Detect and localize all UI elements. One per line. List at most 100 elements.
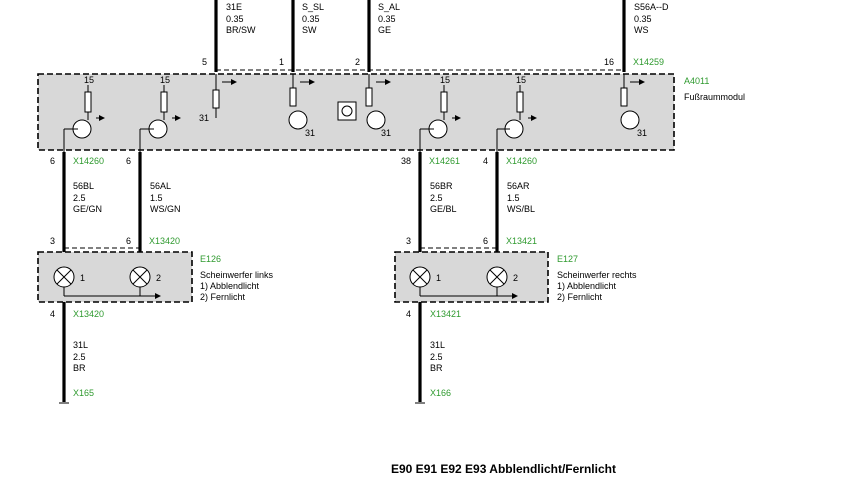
wire-code: 31E — [226, 2, 242, 12]
pin-number: 3 — [50, 236, 55, 246]
wire-size: 2.5 — [430, 352, 443, 362]
input-stage-s-sl: 31 — [288, 74, 315, 138]
wire-size: 2.5 — [73, 193, 86, 203]
transistor-stage-3: 15 — [419, 75, 461, 152]
transistor-stage-1: 15 — [63, 75, 105, 152]
supply-label: 15 — [160, 75, 170, 85]
wire-code: 56AL — [150, 181, 171, 191]
output-wire-56bl: 6 X14260 56BL 2.5 GE/GN — [50, 152, 104, 252]
connector-label: X13420 — [73, 309, 104, 319]
pin-number: 4 — [483, 156, 488, 166]
output-wire-56al: 6 56AL 1.5 WS/GN — [126, 152, 181, 252]
input-stage-s-al: 31 — [365, 74, 391, 138]
pin-number: 6 — [483, 236, 488, 246]
lamp-id: E127 — [557, 254, 578, 264]
wire-code: S_SL — [302, 2, 324, 12]
pin-number: 4 — [50, 309, 55, 319]
pin-number: 3 — [406, 236, 411, 246]
ground-label: 31 — [199, 113, 209, 123]
wire-size: 0.35 — [226, 14, 244, 24]
wire-code: 31L — [73, 340, 88, 350]
connector-label: X14261 — [429, 156, 460, 166]
pin-number: 4 — [406, 309, 411, 319]
ground-wire-right: 4 X13421 31L 2.5 BR X166 — [406, 302, 461, 404]
pin-number: 6 — [50, 156, 55, 166]
top-wire-s-al: S_AL 0.35 GE 2 — [355, 0, 400, 72]
ground-label: 31 — [305, 128, 315, 138]
ground-point: X166 — [430, 388, 451, 398]
supply-label: 15 — [440, 75, 450, 85]
supply-label: 15 — [516, 75, 526, 85]
ground-label: 31 — [637, 128, 647, 138]
lamp-number: 2 — [513, 273, 518, 283]
lamp-id: E126 — [200, 254, 221, 264]
lamp-item-2: 2) Fernlicht — [557, 292, 603, 302]
pin-number: 5 — [202, 57, 207, 67]
wire-code: 56BL — [73, 181, 94, 191]
input-stage-s56a: 31 — [620, 74, 647, 138]
lamp-name: Scheinwerfer rechts — [557, 270, 637, 280]
output-wire-56ar: 4 X14260 56AR 1.5 WS/BL — [483, 152, 537, 252]
wire-color: GE/GN — [73, 204, 102, 214]
lamp-item-1: 1) Abblendlicht — [557, 281, 617, 291]
wire-color: WS — [634, 25, 649, 35]
wire-color: GE — [378, 25, 391, 35]
connector-label: X13421 — [506, 236, 537, 246]
wire-code: S_AL — [378, 2, 400, 12]
pin-number: 16 — [604, 57, 614, 67]
wire-code: 56AR — [507, 181, 530, 191]
pin-number: 1 — [279, 57, 284, 67]
transistor-stage-4: 15 — [496, 75, 537, 152]
lamp-box-e127: 3 6 X13421 1 2 E127 Scheinwerfer rechts … — [394, 236, 637, 303]
lamp-item-2: 2) Fernlicht — [200, 292, 246, 302]
wire-color: BR — [430, 363, 443, 373]
connector-label: X14260 — [506, 156, 537, 166]
wire-size: 1.5 — [150, 193, 163, 203]
connector-label: X14259 — [633, 57, 664, 67]
top-wire-31e: 31E 0.35 BR/SW 5 — [202, 0, 256, 72]
connector-label: X13421 — [430, 309, 461, 319]
ground-wire-left: 4 X13420 31L 2.5 BR X165 — [50, 302, 104, 404]
module-id: A4011 — [684, 76, 709, 86]
wire-size: 1.5 — [507, 193, 520, 203]
wire-color: GE/BL — [430, 204, 457, 214]
wire-code: S56A--D — [634, 2, 669, 12]
diagram-title: E90 E91 E92 E93 Abblendlicht/Fernlicht — [391, 462, 616, 476]
wire-color: WS/GN — [150, 204, 181, 214]
top-wire-s-sl: S_SL 0.35 SW 1 — [279, 0, 324, 72]
wire-size: 0.35 — [634, 14, 652, 24]
pin-number: 38 — [401, 156, 411, 166]
pin-number: 6 — [126, 156, 131, 166]
lamp-number: 1 — [80, 273, 85, 283]
light-switch-symbol — [337, 101, 357, 121]
connector-label: X13420 — [149, 236, 180, 246]
lamp-box-e126: 3 6 X13420 1 2 E126 Scheinwerfer links 1… — [37, 236, 274, 303]
input-stage-31e: 31 — [199, 74, 237, 123]
wire-color: SW — [302, 25, 317, 35]
module-name: Fußraummodul — [684, 92, 745, 102]
wire-size: 2.5 — [73, 352, 86, 362]
ground-label: 31 — [381, 128, 391, 138]
lamp-number: 1 — [436, 273, 441, 283]
pin-number: 6 — [126, 236, 131, 246]
pin-number: 2 — [355, 57, 360, 67]
transistor-stage-2: 15 — [139, 75, 181, 152]
lamp-name: Scheinwerfer links — [200, 270, 274, 280]
wire-size: 0.35 — [378, 14, 396, 24]
wire-color: BR — [73, 363, 86, 373]
supply-label: 15 — [84, 75, 94, 85]
top-wire-s56a: S56A--D 0.35 WS 16 X14259 — [604, 0, 669, 72]
wire-code: 31L — [430, 340, 445, 350]
ground-point: X165 — [73, 388, 94, 398]
output-wire-56br: 38 X14261 56BR 2.5 GE/BL — [401, 152, 460, 252]
wire-size: 0.35 — [302, 14, 320, 24]
module-a4011: A4011 Fußraummodul 15 15 31 — [37, 73, 745, 152]
connector-label: X14260 — [73, 156, 104, 166]
wire-color: WS/BL — [507, 204, 535, 214]
wire-code: 56BR — [430, 181, 453, 191]
wire-color: BR/SW — [226, 25, 256, 35]
wire-size: 2.5 — [430, 193, 443, 203]
lamp-number: 2 — [156, 273, 161, 283]
lamp-item-1: 1) Abblendlicht — [200, 281, 260, 291]
